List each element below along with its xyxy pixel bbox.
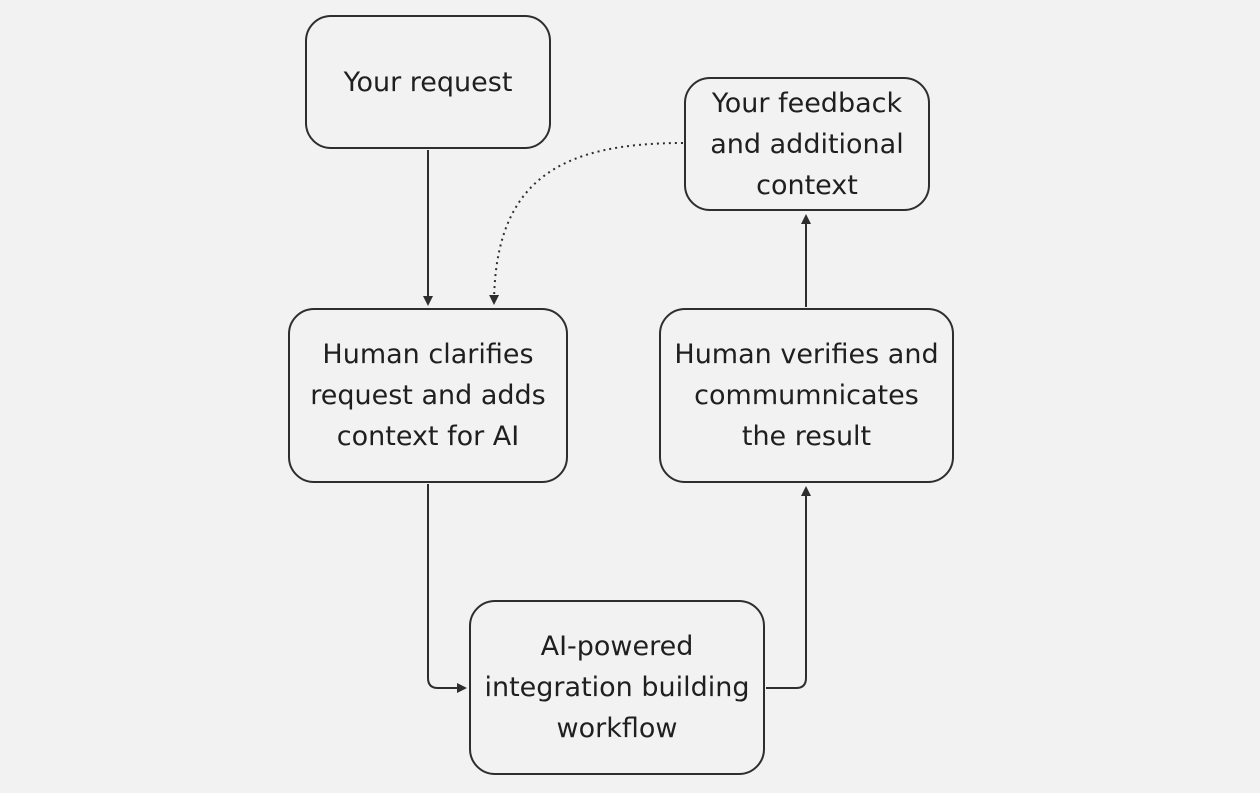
node-your-feedback-line: and additional <box>710 128 904 160</box>
node-your-request: Your request <box>305 15 551 149</box>
node-ai-workflow-line: integration building <box>484 672 750 703</box>
node-human-verifies-text: Human verifies and commumnicates the res… <box>674 334 938 457</box>
node-ai-workflow-text: AI-powered integration building workflow <box>484 626 749 749</box>
node-your-feedback-text: Your feedback and additional context <box>710 83 903 206</box>
edge-workflow-to-verify <box>766 486 811 689</box>
node-human-clarifies-text: Human clarifies request and adds context… <box>310 334 546 457</box>
edge-clarify-to-workflow <box>427 484 467 693</box>
node-ai-workflow-line: AI-powered <box>540 631 694 662</box>
node-human-verifies-line: Human verifies and <box>674 339 939 370</box>
node-your-feedback-line: Your feedback <box>711 87 903 119</box>
node-ai-workflow: AI-powered integration building workflow <box>469 600 765 775</box>
node-human-verifies: Human verifies and commumnicates the res… <box>659 308 954 483</box>
node-human-clarifies-line: context for AI <box>336 421 520 452</box>
node-human-verifies-line: commumnicates <box>694 380 919 411</box>
node-your-feedback: Your feedback and additional context <box>684 77 930 211</box>
edge-feedback-to-clarify-dotted <box>489 142 684 305</box>
node-your-feedback-line: context <box>756 169 858 201</box>
node-human-verifies-line: the result <box>741 421 872 452</box>
node-your-request-label: Your request <box>343 66 513 98</box>
node-ai-workflow-line: workflow <box>556 713 678 744</box>
node-human-clarifies: Human clarifies request and adds context… <box>288 308 568 483</box>
node-human-clarifies-line: request and adds <box>310 380 546 411</box>
node-human-clarifies-line: Human clarifies <box>322 339 534 370</box>
